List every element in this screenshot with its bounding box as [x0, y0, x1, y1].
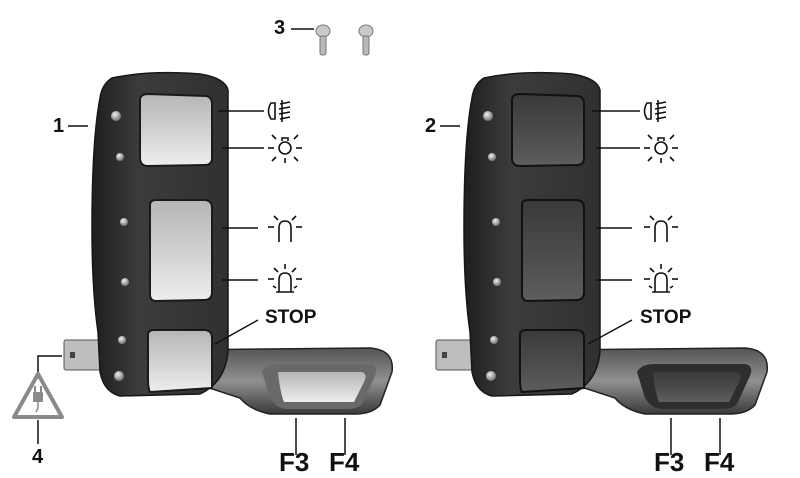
- stop-label-left: STOP: [265, 307, 317, 328]
- light-bulb-icon: [268, 134, 302, 163]
- switch-assembly-dark-buttons: [435, 71, 769, 415]
- beacon-flashing-icon: [644, 264, 678, 293]
- f3-label-left: F3: [279, 447, 310, 477]
- high-beam-fog-icon: [267, 100, 291, 122]
- f4-label-left: F4: [329, 447, 360, 477]
- screw-icon: [291, 24, 374, 56]
- callout-4: 4: [32, 446, 44, 468]
- switch-assembly-light-buttons: [63, 71, 394, 415]
- light-bulb-icon: [644, 134, 678, 163]
- beacon-off-icon: [268, 215, 302, 242]
- beacon-flashing-icon: [268, 264, 302, 293]
- beacon-off-icon: [644, 215, 678, 242]
- f4-label-right: F4: [704, 447, 735, 477]
- plug-warning-triangle-icon: [12, 355, 64, 444]
- callout-2: 2: [425, 115, 437, 137]
- callout-3: 3: [274, 17, 286, 39]
- callout-1: 1: [53, 115, 65, 137]
- leader-lines-right: [587, 110, 721, 455]
- high-beam-fog-icon: [643, 100, 667, 122]
- leader-lines-left: [214, 110, 346, 455]
- stop-label-right: STOP: [640, 307, 692, 328]
- f3-label-right: F3: [654, 447, 685, 477]
